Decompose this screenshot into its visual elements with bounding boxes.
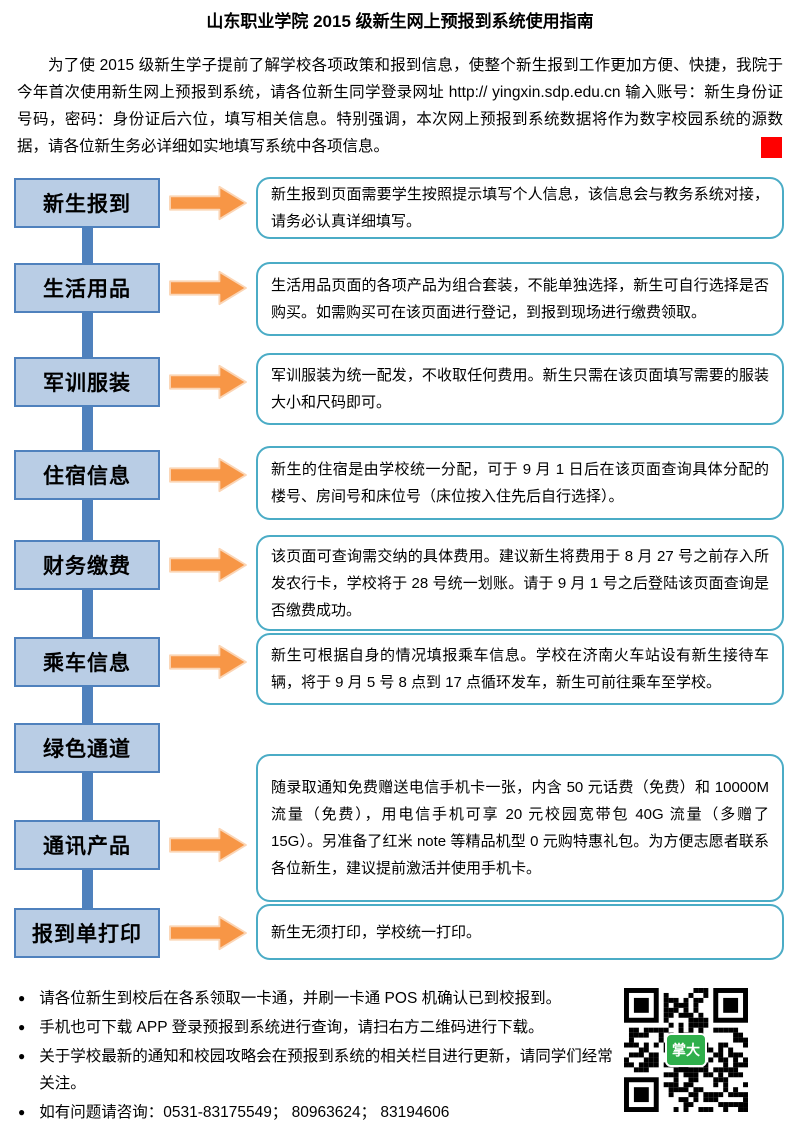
desc-text: 该页面可查询需交纳的具体费用。建议新生将费用于 8 月 27 号之前存入所发农行… — [271, 547, 769, 619]
note-text: 手机也可下载 APP 登录预报到系统进行查询，请扫右方二维码进行下载。 — [39, 1019, 544, 1036]
desc-finance-payment: 该页面可查询需交纳的具体费用。建议新生将费用于 8 月 27 号之前存入所发农行… — [256, 535, 784, 631]
desc-transport-info: 新生可根据自身的情况填报乘车信息。学校在济南火车站设有新生接待车辆，将于 9 月… — [256, 633, 784, 705]
desc-text: 新生报到页面需要学生按照提示填写个人信息，该信息会与教务系统对接，请务必认真详细… — [271, 186, 769, 230]
right-arrow-icon — [169, 185, 247, 221]
step-label-daily-necessities: 生活用品 — [14, 263, 160, 313]
desc-dormitory-info: 新生的住宿是由学校统一分配，可于 9 月 1 日后在该页面查询具体分配的楼号、房… — [256, 446, 784, 520]
qr-code: 掌大 — [624, 988, 748, 1112]
note-item: ● 如有问题请咨询：0531-83175549； 80963624； 83194… — [18, 1099, 628, 1126]
bullet-icon: ● — [18, 991, 26, 1005]
step-label-finance-payment: 财务缴费 — [14, 540, 160, 590]
note-item: ● 请各位新生到校后在各系领取一卡通，并刷一卡通 POS 机确认已到校报到。 — [18, 985, 628, 1012]
right-arrow-icon — [169, 270, 247, 306]
step-label-transport-info: 乘车信息 — [14, 637, 160, 687]
desc-telecom-products: 随录取通知免费赠送电信手机卡一张，内含 50 元话费（免费）和 10000M 流… — [256, 754, 784, 902]
note-text: 请各位新生到校后在各系领取一卡通，并刷一卡通 POS 机确认已到校报到。 — [39, 990, 562, 1007]
note-item: ● 关于学校最新的通知和校园攻略会在预报到系统的相关栏目进行更新，请同学们经常关… — [18, 1043, 628, 1097]
bullet-icon: ● — [18, 1020, 26, 1034]
right-arrow-icon — [169, 547, 247, 583]
step-label-new-student-checkin: 新生报到 — [14, 178, 160, 228]
step-label-checkin-form-print: 报到单打印 — [14, 908, 160, 958]
right-arrow-icon — [169, 915, 247, 951]
desc-text: 军训服装为统一配发，不收取任何费用。新生只需在该页面填写需要的服装大小和尺码即可… — [271, 367, 769, 411]
note-text: 如有问题请咨询：0531-83175549； 80963624； 8319460… — [39, 1104, 450, 1121]
qr-badge: 掌大 — [665, 1033, 707, 1067]
desc-text: 新生可根据自身的情况填报乘车信息。学校在济南火车站设有新生接待车辆，将于 9 月… — [271, 647, 769, 691]
desc-new-student-checkin: 新生报到页面需要学生按照提示填写个人信息，该信息会与教务系统对接，请务必认真详细… — [256, 177, 784, 239]
note-item: ● 手机也可下载 APP 登录预报到系统进行查询，请扫右方二维码进行下载。 — [18, 1014, 628, 1041]
page-title: 山东职业学院 2015 级新生网上预报到系统使用指南 — [206, 12, 594, 31]
desc-text: 新生的住宿是由学校统一分配，可于 9 月 1 日后在该页面查询具体分配的楼号、房… — [271, 461, 769, 505]
intro-paragraph: 为了使 2015 级新生学子提前了解学校各项政策和报到信息，使整个新生报到工作更… — [17, 57, 783, 155]
right-arrow-icon — [169, 364, 247, 400]
bullet-icon: ● — [18, 1105, 26, 1119]
desc-text: 随录取通知免费赠送电信手机卡一张，内含 50 元话费（免费）和 10000M 流… — [271, 779, 769, 877]
right-arrow-icon — [169, 827, 247, 863]
right-arrow-icon — [169, 457, 247, 493]
step-label-telecom-products: 通讯产品 — [14, 820, 160, 870]
step-label-dormitory-info: 住宿信息 — [14, 450, 160, 500]
step-label-green-channel: 绿色通道 — [14, 723, 160, 773]
red-square-marker — [761, 137, 782, 158]
right-arrow-icon — [169, 644, 247, 680]
note-text: 关于学校最新的通知和校园攻略会在预报到系统的相关栏目进行更新，请同学们经常关注。 — [39, 1048, 613, 1092]
notes-list: ● 请各位新生到校后在各系领取一卡通，并刷一卡通 POS 机确认已到校报到。 ●… — [18, 985, 628, 1128]
step-label-military-uniform: 军训服装 — [14, 357, 160, 407]
desc-text: 新生无须打印，学校统一打印。 — [271, 923, 482, 941]
desc-checkin-form-print: 新生无须打印，学校统一打印。 — [256, 904, 784, 960]
bullet-icon: ● — [18, 1049, 26, 1063]
desc-text: 生活用品页面的各项产品为组合套装，不能单独选择，新生可自行选择是否购买。如需购买… — [271, 277, 769, 321]
desc-military-uniform: 军训服装为统一配发，不收取任何费用。新生只需在该页面填写需要的服装大小和尺码即可… — [256, 353, 784, 425]
desc-daily-necessities: 生活用品页面的各项产品为组合套装，不能单独选择，新生可自行选择是否购买。如需购买… — [256, 262, 784, 336]
